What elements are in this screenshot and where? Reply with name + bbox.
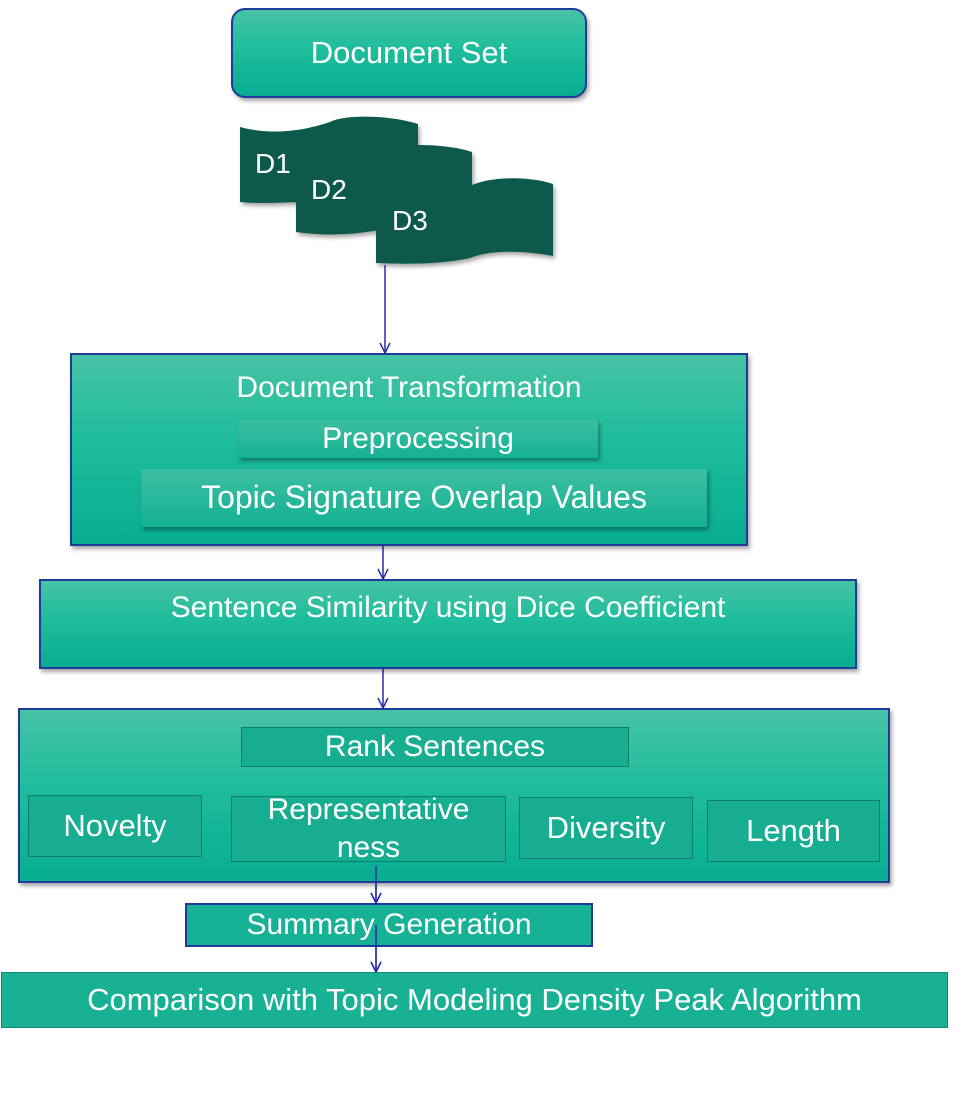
criterion-novelty: Novelty (28, 795, 202, 857)
arrow-docs-to-transformation (379, 265, 391, 355)
rank-sentences-group: Rank Sentences Novelty Representative ne… (18, 708, 890, 883)
document-transformation-box: Document Transformation Preprocessing To… (70, 353, 748, 546)
criterion-length: Length (707, 800, 880, 862)
arrow-transformation-to-similarity (377, 546, 389, 581)
criterion-diversity: Diversity (519, 797, 693, 859)
criterion-representativeness: Representative ness (231, 793, 506, 864)
sentence-similarity-box: Sentence Similarity using Dice Coefficie… (39, 579, 857, 669)
preprocessing-box: Preprocessing (238, 420, 598, 458)
comparison-label: Comparison with Topic Modeling Density P… (87, 981, 862, 1017)
document-d2-label: D2 (311, 174, 347, 205)
rank-sentences-box: Rank Sentences (241, 727, 629, 767)
topic-signature-box: Topic Signature Overlap Values (141, 469, 707, 527)
topic-signature-label: Topic Signature Overlap Values (201, 479, 647, 516)
document-d1-label: D1 (255, 148, 291, 179)
document-d3-shape (376, 178, 553, 264)
comparison-box: Comparison with Topic Modeling Density P… (1, 972, 948, 1028)
arrow-similarity-to-ranking (377, 669, 389, 710)
sentence-similarity-label: Sentence Similarity using Dice Coefficie… (170, 591, 726, 625)
summary-generation-label: Summary Generation (246, 908, 532, 942)
document-set-label: Document Set (310, 34, 508, 70)
preprocessing-label: Preprocessing (322, 422, 514, 456)
rank-sentences-label: Rank Sentences (324, 730, 546, 764)
document-d3-label: D3 (392, 205, 428, 236)
document-set-box: Document Set (231, 8, 587, 98)
document-transformation-title: Document Transformation (236, 371, 582, 405)
sentence-similarity-label-wrap: Sentence Similarity using Dice Coefficie… (41, 587, 855, 629)
summary-generation-box: Summary Generation (185, 903, 593, 947)
